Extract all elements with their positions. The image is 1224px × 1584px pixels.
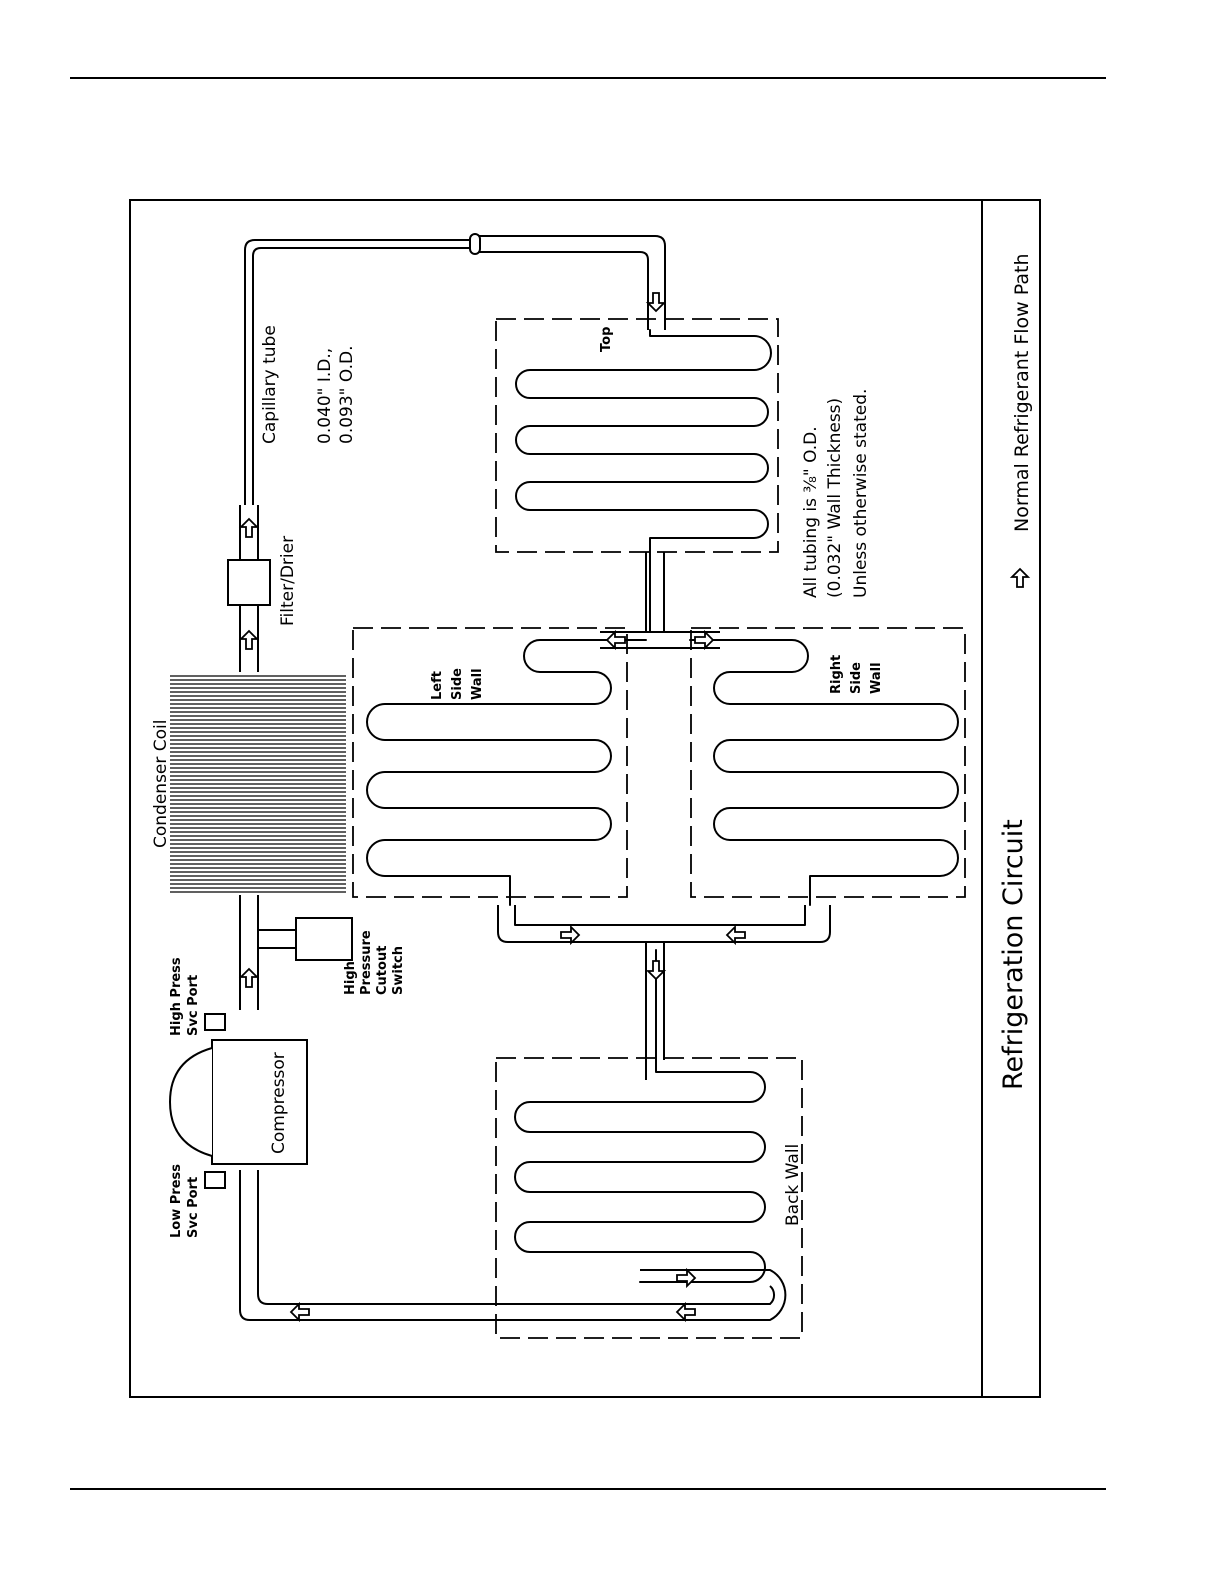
left-wall-label-2: Side xyxy=(450,668,465,700)
top-evaporator-coil xyxy=(515,329,772,633)
flow-arrow-icon xyxy=(606,631,626,649)
hp-switch-label-2: Pressure xyxy=(359,930,374,995)
diagram-frame xyxy=(129,199,1041,1398)
top-label: Top xyxy=(599,327,614,352)
right-wall-label-1: Right xyxy=(829,655,844,694)
flow-arrow-icon xyxy=(676,1269,696,1287)
flow-arrow-icon xyxy=(676,1303,696,1321)
flow-arrow-icon xyxy=(694,631,714,649)
right-wall-label-3: Wall xyxy=(869,662,884,694)
right-side-wall-box xyxy=(690,627,966,898)
high-press-label-2: Svc Port xyxy=(186,975,201,1036)
left-side-wall-box xyxy=(352,627,628,898)
suction-manifold xyxy=(497,905,831,943)
capillary-joint xyxy=(469,233,481,255)
left-wall-label-3: Wall xyxy=(470,668,485,700)
tubing-note-1: All tubing is ⅜" O.D. xyxy=(801,426,821,598)
flow-arrow-icon xyxy=(647,960,665,980)
flow-arrow-icon xyxy=(726,926,746,944)
hp-switch-label-3: Cutout xyxy=(375,946,390,995)
flow-arrow-icon xyxy=(240,630,258,650)
diagram-title: Refrigeration Circuit xyxy=(998,819,1029,1090)
condenser-label: Condenser Coil xyxy=(151,720,171,849)
back-wall-label: Back Wall xyxy=(783,1144,803,1226)
top-panel-box xyxy=(495,318,779,553)
manifold-to-back xyxy=(645,942,665,1080)
capillary-spec-1: 0.040" I.D., xyxy=(315,348,335,444)
legend-arrow-icon xyxy=(1011,568,1029,588)
hp-switch-label-4: Switch xyxy=(391,946,406,995)
discharge-line xyxy=(239,895,259,1010)
tubing-note-3: Unless otherwise stated. xyxy=(851,389,871,598)
right-side-wall-coil xyxy=(689,639,959,906)
back-wall-coil xyxy=(514,949,766,1283)
low-press-svc-port xyxy=(204,1171,226,1189)
compressor-body xyxy=(211,1039,308,1165)
left-side-wall-coil xyxy=(366,639,647,906)
left-wall-label-1: Left xyxy=(430,671,445,700)
capillary-line xyxy=(244,239,475,505)
right-wall-label-2: Side xyxy=(849,662,864,694)
capillary-spec-2: 0.093" O.D. xyxy=(337,346,357,444)
header-rule xyxy=(70,77,1106,79)
legend-label: Normal Refrigerant Flow Path xyxy=(1011,254,1033,533)
flow-arrow-icon xyxy=(290,1303,310,1321)
low-press-label-1: Low Press xyxy=(169,1164,184,1238)
high-press-label-1: High Press xyxy=(169,957,184,1036)
compressor-label: Compressor xyxy=(269,1052,289,1154)
condenser-coil xyxy=(170,675,346,893)
filter-drier-label: Filter/Drier xyxy=(278,536,298,626)
capillary-to-top xyxy=(475,235,666,330)
tubing-note-2: (0.032" Wall Thickness) xyxy=(825,398,845,598)
capillary-label: Capillary tube xyxy=(260,325,280,444)
filter-drier xyxy=(227,559,271,606)
footer-rule xyxy=(70,1488,1106,1490)
suction-line-inner xyxy=(257,1170,776,1305)
suction-line xyxy=(239,1170,787,1321)
top-to-walls xyxy=(600,552,720,649)
flow-arrow-icon xyxy=(240,968,258,988)
flow-arrow-icon xyxy=(647,292,665,312)
low-press-label-2: Svc Port xyxy=(186,1177,201,1238)
flow-arrows xyxy=(240,292,1029,1321)
high-press-svc-port xyxy=(204,1013,226,1031)
flow-arrow-icon xyxy=(560,926,580,944)
hp-switch-label-1: High xyxy=(343,961,358,995)
high-pressure-cutout-switch xyxy=(295,917,353,961)
compressor-dome xyxy=(168,1047,213,1157)
flow-arrow-icon xyxy=(240,518,258,538)
hp-switch-branch xyxy=(258,929,296,949)
back-wall-box xyxy=(495,1057,803,1339)
